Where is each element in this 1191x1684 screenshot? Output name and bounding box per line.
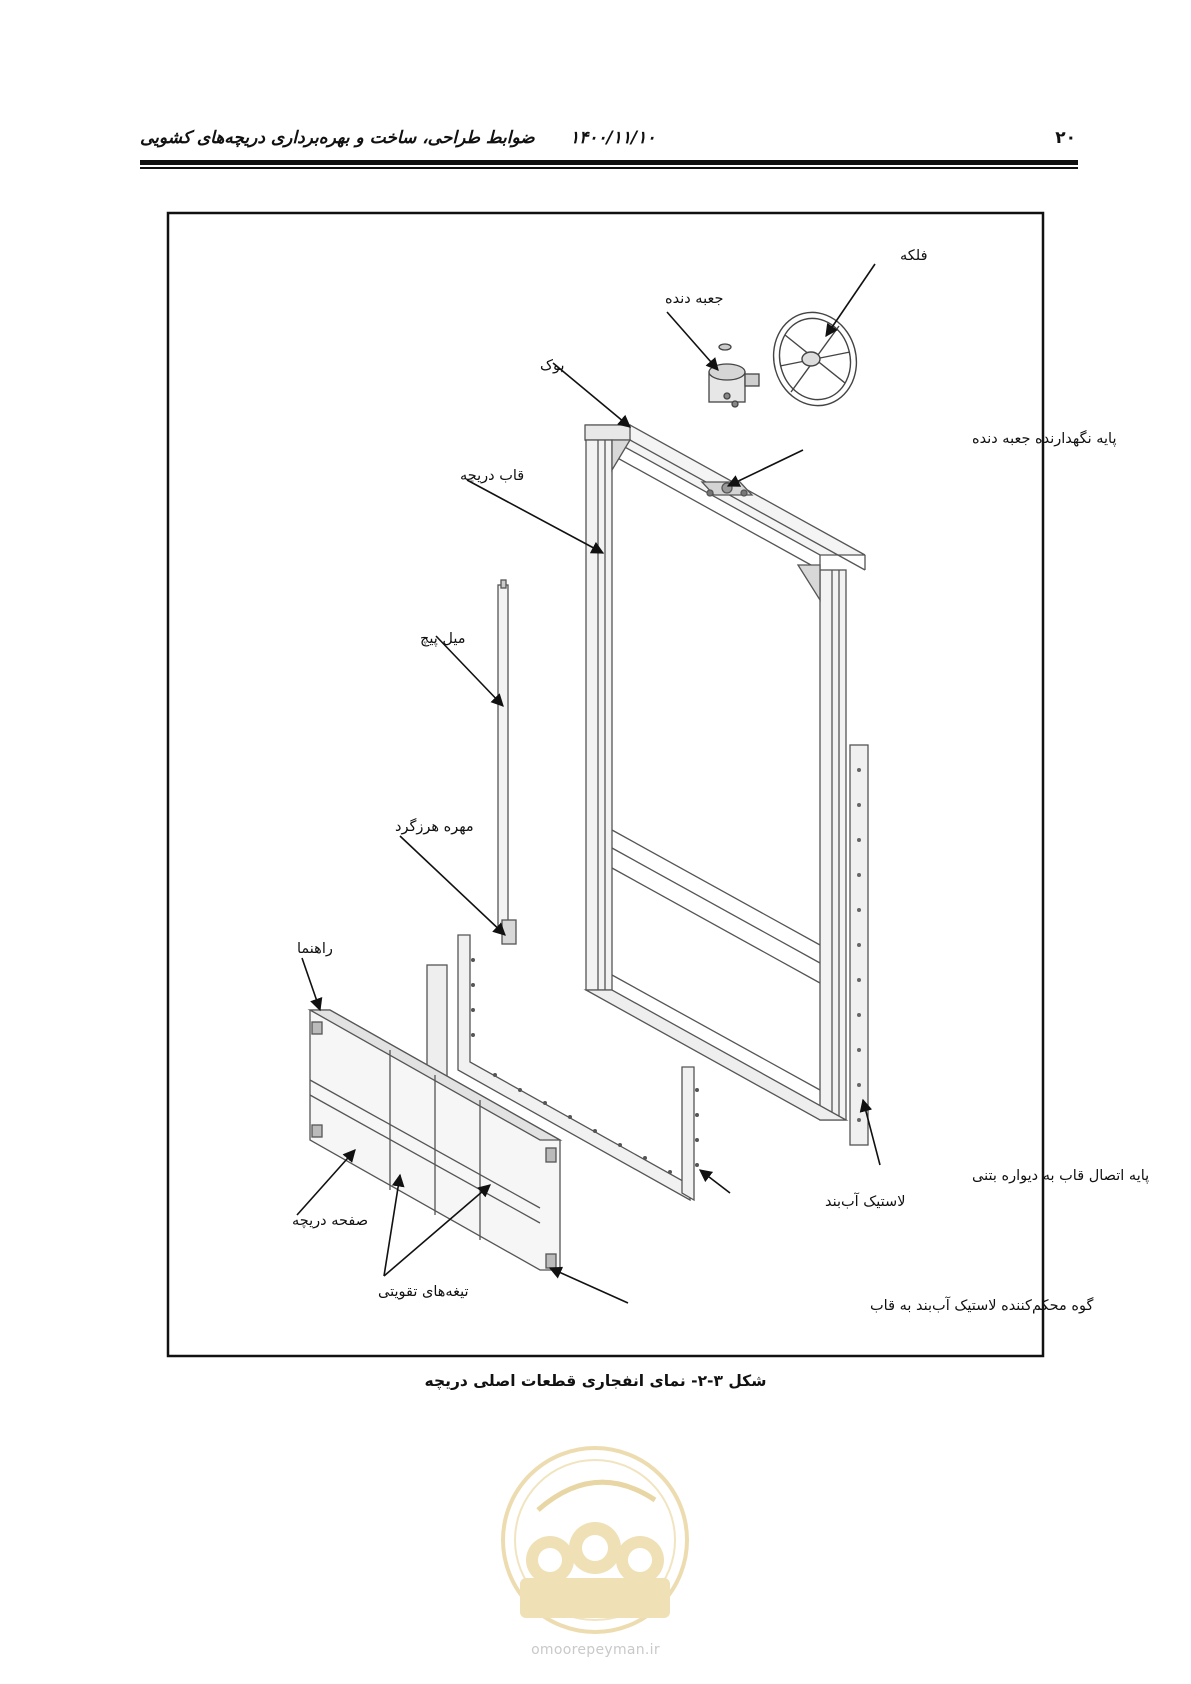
handwheel-drawing [772, 311, 858, 407]
label-stiffeners: تیغه‌های تقویتی [378, 1284, 469, 1300]
page-number: ۲۰ [1055, 128, 1076, 148]
label-seal-wedge: گوه محکم‌کننده لاستیک آب‌بند به قاب [870, 1296, 1093, 1314]
figure-border [166, 211, 1045, 1358]
header-rule-thick [140, 160, 1078, 165]
leader-arrows [296, 263, 881, 1304]
running-header-date: ۱۴۰۰/۱۱/۱۰ [570, 128, 656, 148]
label-handwheel: فلکه [900, 248, 928, 264]
label-guide: راهنما [297, 941, 333, 957]
label-frame-anchor: پایه اتصال قاب به دیواره بتنی [972, 1168, 1149, 1184]
label-gate-plate: صفحه دریچه [292, 1213, 368, 1229]
label-stem-nut: مهره هرزگرد [395, 818, 474, 835]
running-header-title: ضوابط طراحی، ساخت و بهره‌برداری دریچه‌ها… [140, 128, 535, 148]
label-seal-rubber: لاستیک آب‌بند [825, 1192, 905, 1210]
seal-rubber-drawing [457, 934, 699, 1202]
label-yoke: یوک [540, 358, 565, 374]
gearbox-drawing [708, 343, 760, 408]
label-gearbox: جعبه دنده [665, 291, 723, 307]
label-gate-frame: قاب دریچه [460, 468, 524, 484]
header-rule-thin [140, 167, 1078, 169]
label-gearbox-support: پایه نگهدارنده جعبه دنده [972, 430, 1117, 447]
watermark-url: omoorepeyman.ir [531, 1642, 660, 1658]
stem-drawing [497, 579, 517, 945]
watermark-logo [501, 1446, 689, 1634]
gate-plate-drawing [307, 964, 563, 1271]
label-stem: میل پیچ [420, 631, 466, 647]
gate-frame-drawing [583, 424, 869, 1146]
figure-caption: شکل ۳-۲- نمای انفجاری قطعات اصلی دریچه [424, 1372, 767, 1390]
